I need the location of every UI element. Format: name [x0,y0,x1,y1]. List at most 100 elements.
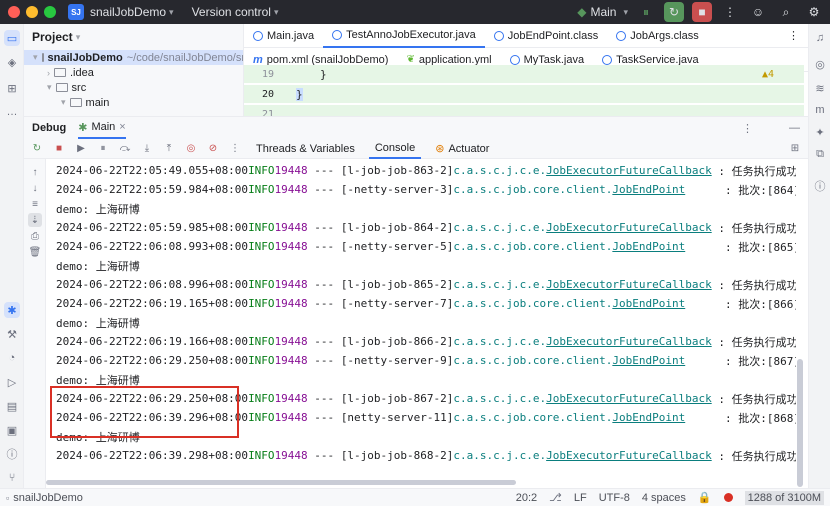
log-line[interactable]: 2024-06-22T22:06:19.165+08:00 INFO 19448… [56,294,796,313]
tab-application-yml[interactable]: ❦ application.yml [397,48,500,72]
close-window-button[interactable] [8,6,20,18]
console-vertical-scrollbar[interactable] [796,159,804,489]
tree-item-idea[interactable]: › .idea [24,65,243,80]
debug-more-icon[interactable]: ⋮ [742,122,753,135]
cursor-position[interactable]: 20:2 [515,491,538,504]
project-switcher[interactable]: snailJobDemo [90,5,167,19]
scrollbar-thumb[interactable] [46,480,516,485]
step-over-icon[interactable]: ⤼ [119,143,131,154]
chevron-down-icon[interactable]: ▾ [61,97,66,107]
search-icon[interactable]: ⌕ [782,4,790,19]
minimize-icon[interactable]: — [789,122,800,134]
code-line-20[interactable]: 20 } [244,85,804,103]
indent-setting[interactable]: 4 spaces [641,491,686,504]
stop-button[interactable]: ■ [692,2,712,22]
scroll-to-end-icon[interactable]: ⇣ [28,213,42,227]
close-icon[interactable]: × [119,121,126,133]
project-badge[interactable]: SJ [68,4,84,20]
log-line[interactable]: 2024-06-22T22:06:39.298+08:00 INFO 19448… [56,446,796,465]
chevron-down-icon[interactable]: ▾ [47,82,52,92]
log-class[interactable]: JobEndPoint [612,354,686,367]
chevron-down-icon[interactable]: ▾ [33,52,38,62]
log-class[interactable]: JobEndPoint [612,240,686,253]
profiler-tool-icon[interactable]: ◔ [8,352,16,364]
resume-icon[interactable]: ▶ [77,143,85,154]
log-class[interactable]: JobEndPoint [612,411,686,424]
view-breakpoints-icon[interactable]: ◎ [186,143,196,154]
tabs-more-icon[interactable]: ⋮ [788,30,799,42]
log-line[interactable]: demo: 上海研博 [56,256,140,275]
tab-main-java[interactable]: Main.java [244,24,323,48]
tab-threads-variables[interactable]: Threads & Variables [250,139,361,159]
clear-icon[interactable]: 🗑 [28,246,42,258]
settings-icon[interactable]: ⚙ [808,5,820,19]
more-icon[interactable]: ⋮ [230,143,240,154]
log-class[interactable]: JobEndPoint [612,297,686,310]
step-into-icon[interactable]: ⤓ [144,143,150,154]
log-class[interactable]: JobEndPoint [612,183,686,196]
rerun-debug-button[interactable]: ↻ [664,2,684,22]
log-line[interactable]: 2024-06-22T22:05:59.984+08:00 INFO 19448… [56,180,796,199]
tab-taskservice-java[interactable]: TaskService.java [593,48,708,72]
tree-item-src[interactable]: ▾ src [24,80,243,95]
code-view[interactable]: 19 } ▲4 20 } 21 [244,65,808,116]
chevron-right-icon[interactable]: › [47,67,50,78]
log-line[interactable]: demo: 上海研博 [56,313,140,332]
debug-tool-icon[interactable]: ✱ [4,302,20,318]
tab-jobendpoint-class[interactable]: JobEndPoint.class [485,24,608,48]
project-tool-icon[interactable]: ▭ [4,30,20,46]
database-icon[interactable]: ≋ [815,82,825,95]
scroll-up-icon[interactable]: ↑ [32,166,38,178]
log-line[interactable]: demo: 上海研博 [56,199,140,218]
bookmarks-icon[interactable]: ⧉ [816,147,824,160]
code-line-21[interactable]: 21 [244,105,804,116]
minimize-window-button[interactable] [26,6,38,18]
debug-pause-icon[interactable]: ⏸ [642,4,649,19]
maven-icon[interactable]: m [815,104,825,116]
more-icon[interactable]: ⋮ [724,5,736,19]
status-project[interactable]: snailJobDemo [13,491,83,504]
step-out-icon[interactable]: ⤒ [166,143,172,154]
project-panel-title[interactable]: Project [32,30,73,44]
memory-indicator[interactable]: 1288 of 3100M [744,490,824,505]
tab-jobargs-class[interactable]: JobArgs.class [607,24,707,48]
run-config-selector[interactable]: ◆ Main ▾ [577,5,628,19]
build-tool-icon[interactable]: ⚒ [7,328,17,341]
git-branch-icon[interactable]: ⎇ [549,492,562,504]
maximize-window-button[interactable] [44,6,56,18]
console-horizontal-scrollbar[interactable] [46,479,796,487]
tree-item-main[interactable]: ▾ main [24,95,243,110]
log-line[interactable]: 2024-06-22T22:06:19.166+08:00 INFO 19448… [56,332,796,351]
log-line[interactable]: 2024-06-22T22:06:39.296+08:00 INFO 19448… [56,408,796,427]
error-icon[interactable] [723,493,733,502]
log-line[interactable]: 2024-06-22T22:06:29.250+08:00 INFO 19448… [56,389,796,408]
log-class[interactable]: JobExecutorFutureCallback [546,449,712,462]
file-encoding[interactable]: UTF-8 [598,491,630,504]
more-tools-icon[interactable]: … [6,106,18,118]
log-class[interactable]: JobExecutorFutureCallback [546,221,712,234]
log-class[interactable]: JobExecutorFutureCallback [546,164,712,177]
structure-tool-icon[interactable]: ⊞ [7,82,17,95]
tab-pom-xml[interactable]: m pom.xml (snailJobDemo) [244,48,397,72]
warnings-indicator[interactable]: ▲4 [761,68,774,80]
run-tool-icon[interactable]: ▷ [7,376,17,389]
version-control-menu[interactable]: Version control [191,5,271,19]
console-output[interactable]: 2024-06-22T22:05:49.055+08:00 INFO 19448… [46,159,796,479]
log-line[interactable]: demo: 上海研博 [56,427,140,446]
stop-icon[interactable]: ■ [55,143,63,154]
soft-wrap-icon[interactable]: ≡ [32,198,38,210]
plugin-icon[interactable]: ✦ [815,126,825,139]
tab-mytask-java[interactable]: MyTask.java [501,48,594,72]
tab-actuator[interactable]: ⊛ Actuator [429,139,495,159]
log-line[interactable]: 2024-06-22T22:06:29.250+08:00 INFO 19448… [56,351,796,370]
log-class[interactable]: JobExecutorFutureCallback [546,278,712,291]
problems-tool-icon[interactable]: ⓘ [6,449,18,461]
log-class[interactable]: JobExecutorFutureCallback [546,335,712,348]
notifications-icon[interactable]: ♫ [815,32,825,44]
log-line[interactable]: demo: 上海研博 [56,370,140,389]
lock-icon[interactable]: 🔒 [697,492,712,504]
mute-breakpoints-icon[interactable]: ⊘ [208,143,218,154]
info-icon[interactable]: ⓘ [814,181,826,193]
log-class[interactable]: JobExecutorFutureCallback [546,392,712,405]
tab-testannojobexecutor[interactable]: TestAnnoJobExecutor.java [323,24,485,48]
